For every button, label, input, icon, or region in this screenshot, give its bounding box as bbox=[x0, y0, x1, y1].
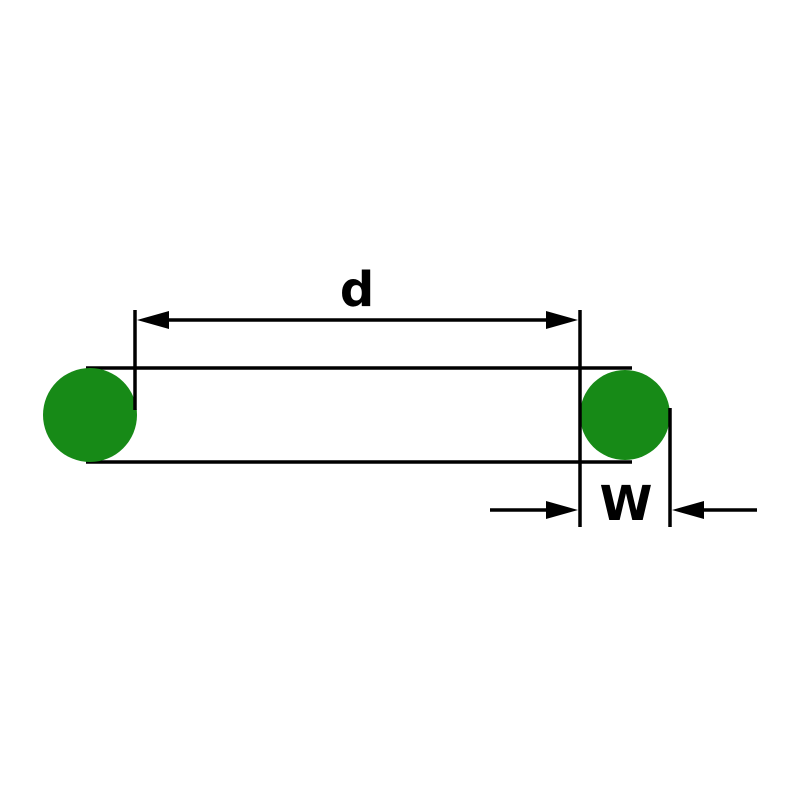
w-dimension-label: W bbox=[600, 476, 653, 532]
extension-lines bbox=[133, 310, 672, 527]
d-dimension-arrowheads bbox=[137, 311, 578, 329]
w-dimension-arrowheads bbox=[546, 501, 704, 519]
left-cross-section-circle bbox=[43, 368, 137, 462]
ring-body bbox=[86, 366, 632, 464]
right-cross-section-circle bbox=[580, 370, 670, 460]
w-right-arrowhead-icon bbox=[672, 501, 704, 519]
d-left-arrowhead-icon bbox=[137, 311, 169, 329]
d-dimension-label: d bbox=[340, 262, 374, 318]
d-right-arrowhead-icon bbox=[546, 311, 578, 329]
w-left-arrowhead-icon bbox=[546, 501, 578, 519]
